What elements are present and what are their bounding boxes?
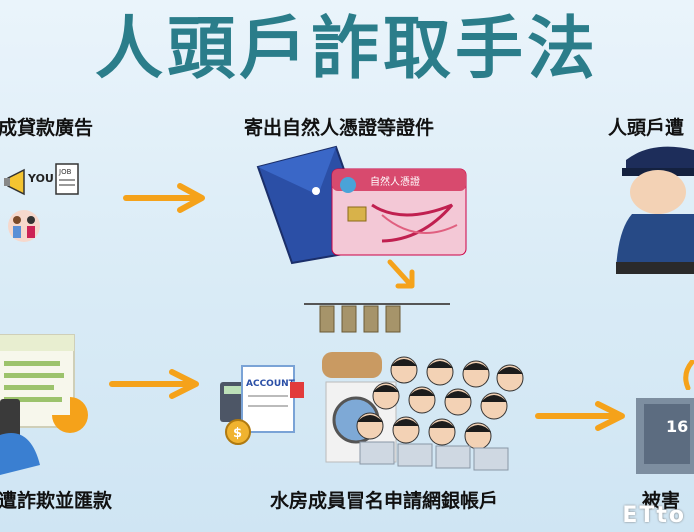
arrow-down-icon: [387, 259, 415, 289]
loan-ad-illustration: JOB YOU: [4, 163, 79, 242]
arrow-right-icon: [535, 401, 625, 431]
step-victim-caption: 被害: [642, 490, 681, 512]
id-card-icon: 自然人憑證: [331, 168, 467, 256]
page-title: 人頭戶詐取手法: [94, 10, 599, 89]
arrow-down-icon: [683, 360, 694, 390]
documents-illustration: 自然人憑證: [256, 145, 467, 265]
account-document-illustration: ACCOUNT $: [220, 365, 304, 445]
step-caught-caption: 人頭戶遭: [608, 117, 685, 139]
police-illustration: [616, 146, 694, 274]
step-fraud-caption: 遭詐欺並匯款: [0, 490, 113, 512]
worker-faces: [356, 356, 524, 471]
victim-photo: 16: [636, 398, 694, 474]
megaphone-icon: [4, 168, 25, 196]
people-meeting-icon: [8, 210, 40, 242]
watermark: ETto: [622, 503, 686, 528]
coin-icon: $: [225, 419, 251, 445]
step-ad-caption: 成貸款廣告: [0, 117, 94, 139]
job-paper-icon: JOB: [55, 163, 79, 195]
step-water-house-caption: 水房成員冒名申請網銀帳戶: [270, 490, 499, 512]
job-word: JOB: [58, 168, 72, 176]
water-house-crowd-illustration: [304, 303, 524, 471]
you-word: YOU: [27, 172, 54, 185]
arrow-right-icon: [123, 183, 205, 213]
card-title: 自然人憑證: [370, 175, 420, 188]
computer-screen-illustration: [0, 334, 88, 475]
screen-number: 16: [666, 417, 688, 436]
account-word: ACCOUNT: [246, 379, 296, 389]
svg-text:$: $: [233, 426, 242, 441]
arrow-right-icon: [109, 369, 199, 399]
account-document-icon: ACCOUNT: [241, 365, 296, 433]
step-send-docs-caption: 寄出自然人憑證等證件: [244, 117, 435, 139]
